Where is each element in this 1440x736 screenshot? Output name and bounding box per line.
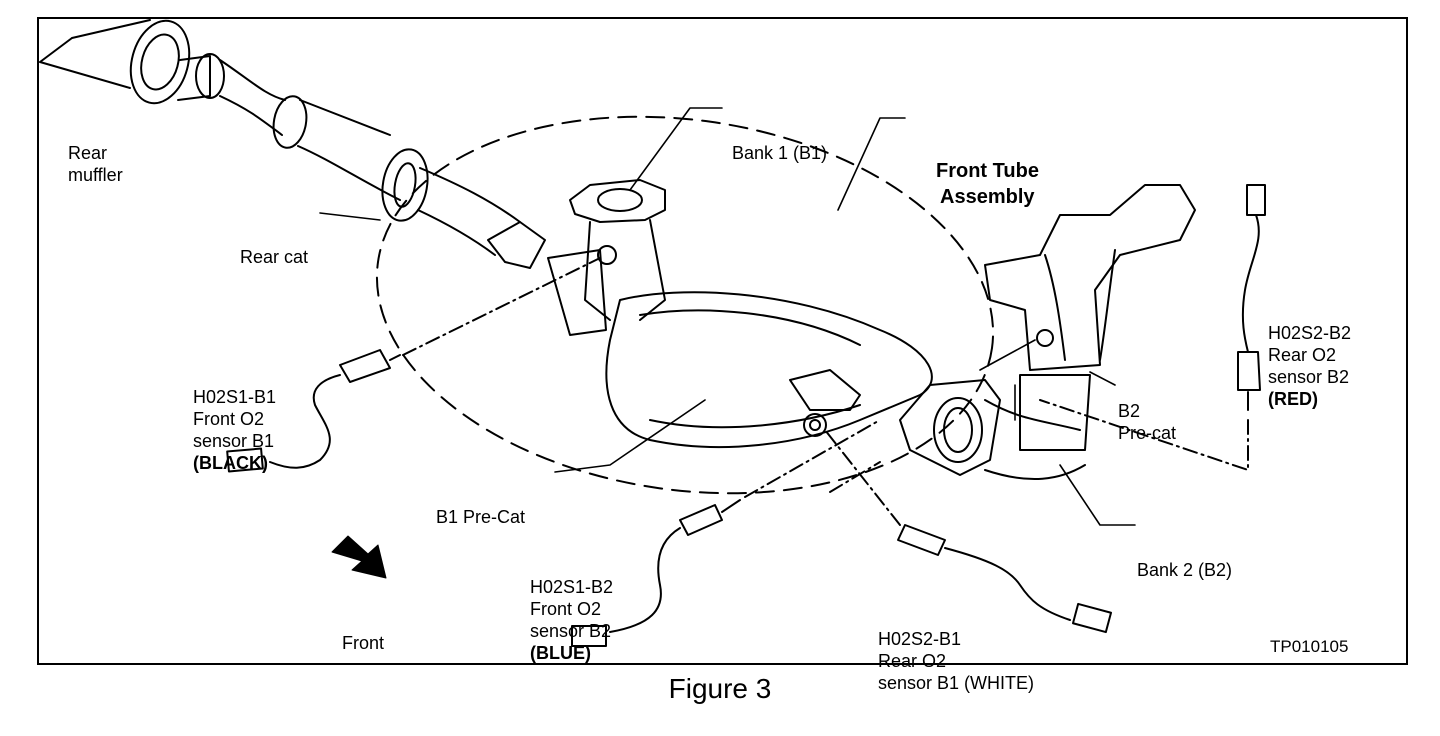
label-rear-cat: Rear cat bbox=[240, 247, 309, 267]
front-arrow-icon bbox=[331, 535, 387, 579]
bank2-pipe-drawing bbox=[899, 329, 1091, 480]
label-bank1: Bank 1 (B1) bbox=[732, 143, 828, 163]
rear-muffler-drawing bbox=[39, 19, 401, 201]
b1-precat-drawing bbox=[605, 291, 933, 449]
leader-lines bbox=[319, 107, 1136, 526]
sensor-h02s1-b1-drawing bbox=[226, 257, 601, 473]
sensor-h02s1-b2-drawing bbox=[571, 419, 881, 647]
label-b1-precat: B1 Pre-Cat bbox=[436, 507, 526, 527]
sensor-h02s2-b1-drawing bbox=[824, 429, 1113, 634]
diagram-frame bbox=[37, 17, 1408, 665]
bank1-drawing bbox=[547, 179, 666, 336]
bank2-manifold-drawing bbox=[984, 184, 1196, 371]
figure-caption: Figure 3 bbox=[668, 673, 772, 704]
front-tube-boundary bbox=[375, 115, 995, 495]
drawing-code: TP010105 bbox=[1270, 637, 1349, 656]
label-bank2: Bank 2 (B2) bbox=[1137, 560, 1233, 580]
label-front: Front bbox=[342, 633, 385, 653]
sensor-h02s2-b2-drawing bbox=[1039, 184, 1266, 471]
